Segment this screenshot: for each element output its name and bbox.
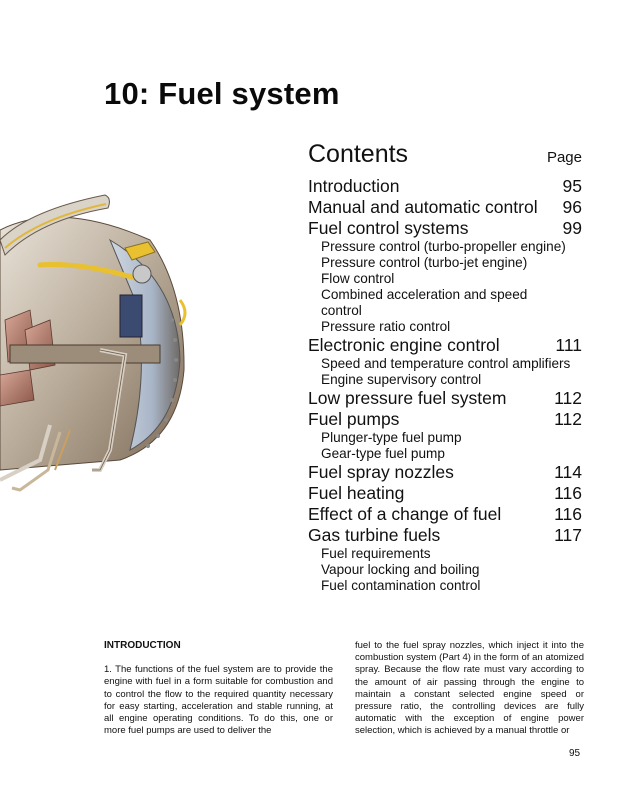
toc-entry-page: 114 [554,462,582,482]
toc-entry-page: 112 [554,388,582,408]
body-column-right: fuel to the fuel spray nozzles, which in… [355,640,584,738]
table-of-contents: Contents Page Introduction 95 Manual and… [308,140,582,593]
toc-entry-page: 116 [554,504,582,524]
chapter-title: 10: Fuel system [104,76,340,111]
toc-subentry[interactable]: Pressure control (turbo-jet engine) [321,255,528,270]
toc-entry-page: 111 [555,335,582,355]
section-heading: INTRODUCTION [104,640,181,651]
toc-entry-fuel-control-systems[interactable]: Fuel control systems 99 [308,218,582,239]
toc-entry-page: 95 [562,176,582,196]
toc-entry-fuel-pumps[interactable]: Fuel pumps 112 [308,409,582,430]
toc-entry-page: 99 [562,218,582,238]
toc-heading: Contents [308,140,409,168]
toc-entry-low-pressure-fuel-system[interactable]: Low pressure fuel system 112 [308,388,582,409]
toc-subentry[interactable]: Speed and temperature control amplifiers [321,356,571,371]
toc-entry-label: Fuel heating [308,483,405,503]
engine-cutaway-illustration [0,194,187,492]
toc-subentry[interactable]: Pressure ratio control [321,319,451,334]
toc-entry-effect-of-change-of-fuel[interactable]: Effect of a change of fuel 116 [308,504,582,525]
toc-entry-label: Fuel pumps [308,409,400,429]
toc-entry-label: Manual and automatic control [308,197,538,217]
toc-header: Contents Page [308,140,582,174]
toc-entry-label: Fuel spray nozzles [308,462,454,482]
toc-subentry[interactable]: Fuel contamination control [321,578,481,593]
toc-entry-label: Introduction [308,176,400,196]
toc-subentry[interactable]: Engine supervisory control [321,372,482,387]
toc-page-column-label: Page [546,149,582,166]
toc-subentry[interactable]: Vapour locking and boiling [321,562,480,577]
toc-entry-manual-automatic-control[interactable]: Manual and automatic control 96 [308,197,582,218]
toc-entry-label: Fuel control systems [308,218,469,238]
toc-entry-electronic-engine-control[interactable]: Electronic engine control 111 [308,335,582,356]
toc-subentry[interactable]: Pressure control (turbo-propeller engine… [321,239,566,254]
toc-entry-label: Gas turbine fuels [308,525,441,545]
body-paragraph: 1. The functions of the fuel system are … [104,664,333,737]
body-column-left: INTRODUCTION 1. The functions of the fue… [104,640,333,737]
toc-list: Introduction 95 Manual and automatic con… [308,176,582,594]
toc-entry-label: Electronic engine control [308,335,500,355]
toc-entry-fuel-spray-nozzles[interactable]: Fuel spray nozzles 114 [308,462,582,483]
toc-entry-page: 96 [562,197,582,217]
body-paragraph: fuel to the fuel spray nozzles, which in… [355,640,584,737]
page-number: 95 [569,748,581,759]
toc-entry-introduction[interactable]: Introduction 95 [308,176,582,197]
toc-subentry[interactable]: Plunger-type fuel pump [321,430,462,445]
toc-subentry[interactable]: Combined acceleration and speed control [321,287,528,318]
toc-entry-page: 112 [554,409,582,429]
toc-entry-label: Low pressure fuel system [308,388,507,408]
toc-entry-page: 117 [554,525,582,545]
toc-subentry[interactable]: Gear-type fuel pump [321,446,445,461]
toc-entry-page: 116 [554,483,582,503]
toc-entry-gas-turbine-fuels[interactable]: Gas turbine fuels 117 [308,525,582,546]
toc-subentry[interactable]: Fuel requirements [321,546,431,561]
toc-entry-label: Effect of a change of fuel [308,504,502,524]
toc-subentry[interactable]: Flow control [321,271,395,286]
toc-entry-fuel-heating[interactable]: Fuel heating 116 [308,483,582,504]
